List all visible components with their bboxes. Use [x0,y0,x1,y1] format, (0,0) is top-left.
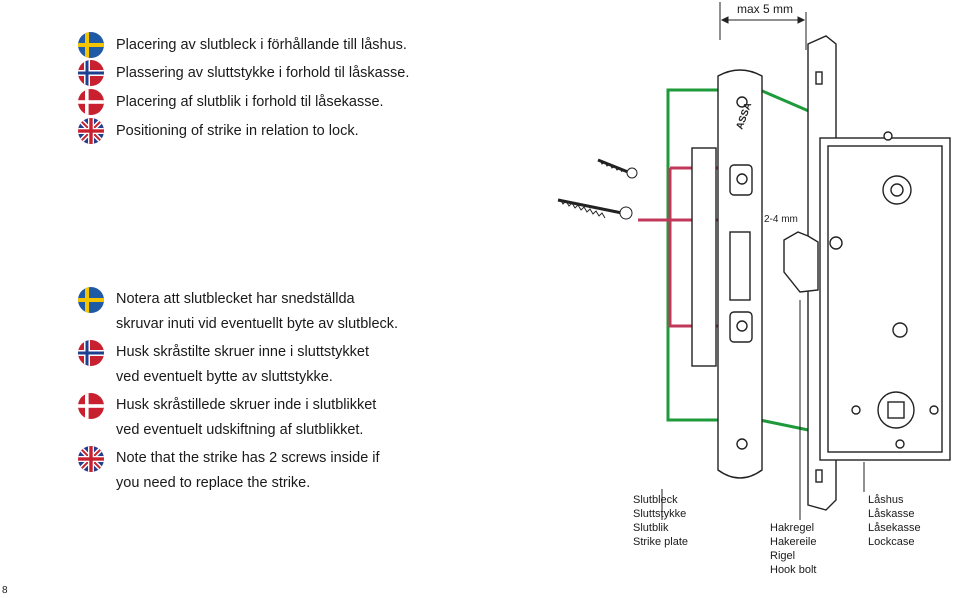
leader-lines [661,300,865,520]
note-text-da: Husk skråstillede skruer inde i slutblik… [116,397,377,438]
heading-uk: Positioning of strike in relation to loc… [78,118,359,144]
heading-norway: Plassering av sluttstykke i forhold til … [78,60,409,86]
hook-bolt [783,231,819,293]
note-text-sv: Notera att slutblecket har snedställda s… [116,291,399,332]
note-uk: Note that the strike has 2 screws inside… [78,446,380,496]
lockcase-label: Låshus Låskasse Låsekasse Lockcase [868,494,921,548]
max-dimension-label: max 5 mm [737,2,794,16]
gap-dimension-label: 2-4 mm [764,214,798,225]
note-denmark: Husk skråstillede skruer inde i slutblik… [78,393,376,443]
hook-bolt-label: Hakregel Hakereile Rigel Hook bolt [770,522,817,576]
heading-text-sv: Placering av slutbleck i förhållande til… [116,37,407,53]
note-text-no: Husk skråstilte skruer inne i sluttstykk… [116,344,370,385]
lock-case [819,131,951,461]
screw-icon [597,158,638,179]
strike-plate-label: Slutbleck Sluttstykke Slutblik Strike pl… [633,494,689,548]
heading-sweden: Placering av slutbleck i förhållande til… [78,32,407,58]
heading-text-en: Positioning of strike in relation to loc… [116,123,359,139]
note-sweden: Notera att slutblecket har snedställda s… [78,287,398,337]
max-dimension-marker [719,2,807,50]
heading-denmark: Placering af slutblik i forhold til låse… [78,89,384,115]
note-norway: Husk skråstilte skruer inne i sluttstykk… [78,340,369,390]
note-text-en: Note that the strike has 2 screws inside… [116,450,380,491]
page-number: 8 [2,585,8,596]
strike-plate [691,69,763,479]
heading-text-no: Plassering av sluttstykke i forhold til … [116,65,410,81]
heading-text-da: Placering af slutblik i forhold til låse… [116,94,384,110]
screw-icon [557,198,633,220]
